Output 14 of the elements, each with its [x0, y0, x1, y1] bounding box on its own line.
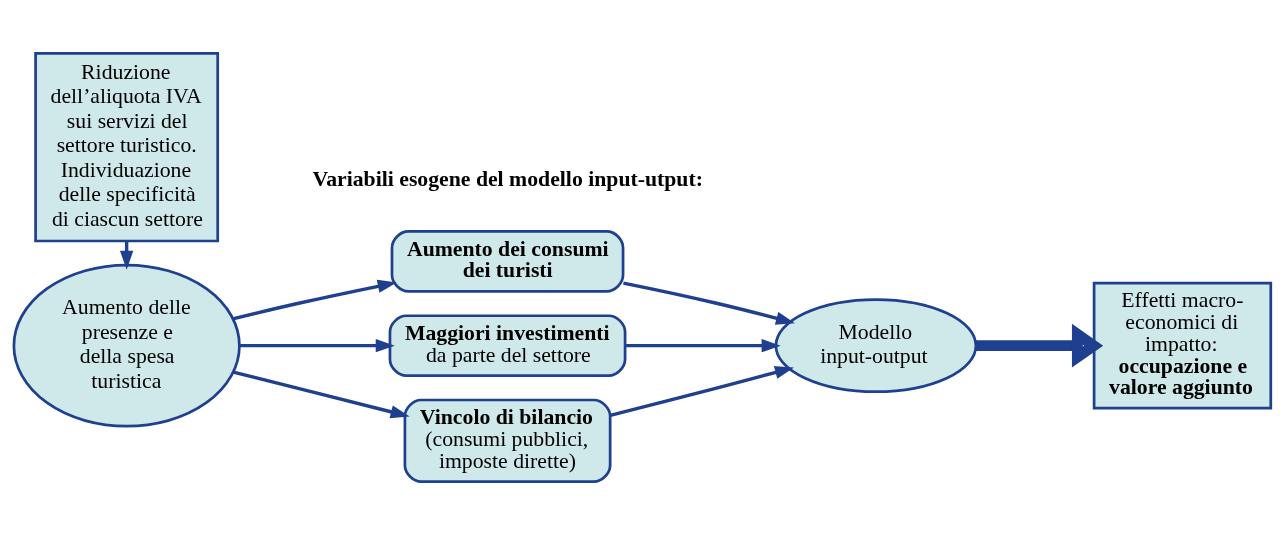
node-box: Aumento dei consumi dei turisti	[390, 229, 625, 293]
arrow	[625, 338, 781, 352]
arrow	[232, 370, 410, 418]
node-box: Maggiori investimenti da parte del settore	[388, 313, 627, 377]
arrow	[239, 338, 395, 352]
node-box: Vincolo di bilancio (consumi pubblici, imposte dirette)	[403, 398, 612, 483]
arrow	[609, 365, 794, 417]
node-ellipse: Aumento delle presenze e della spesa turistica	[12, 263, 241, 428]
node-box: Riduzione dell’aliquota IVA sui servizi del settore turistico. Individuazione delle specificità di ciascun settore	[34, 51, 220, 242]
arrow	[232, 279, 397, 320]
label: Variabili esogene del modello input-utput:	[312, 166, 703, 191]
node-box: Effetti macro-economici di impatto: occupazione e valore aggiunto	[1092, 281, 1273, 410]
arrow	[975, 323, 1104, 367]
arrow	[623, 281, 795, 325]
